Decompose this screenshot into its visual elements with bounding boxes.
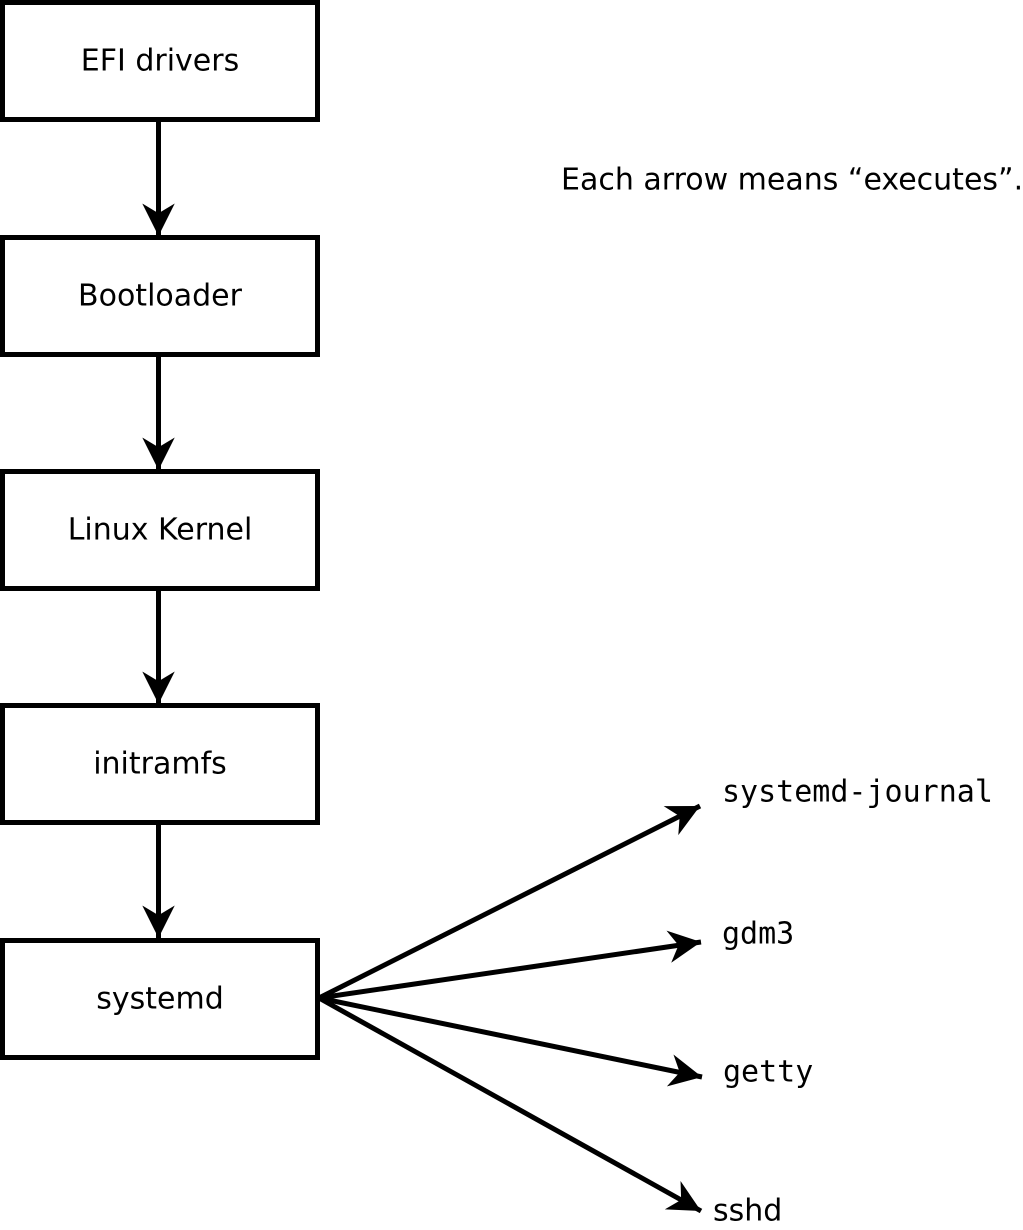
node-box bbox=[0, 469, 320, 591]
node-box bbox=[0, 235, 320, 357]
node-label: EFI drivers bbox=[81, 44, 239, 79]
arrow-systemd-to-gdm3 bbox=[318, 930, 702, 1001]
arrow-systemd-to-journal bbox=[317, 803, 702, 1001]
node-efi-drivers: EFI drivers bbox=[0, 0, 320, 122]
node-systemd: systemd bbox=[0, 938, 320, 1060]
legend-text: Each arrow means “executes”. bbox=[561, 163, 1023, 198]
node-box bbox=[0, 703, 320, 825]
node-label: Linux Kernel bbox=[68, 513, 253, 548]
node-label: Bootloader bbox=[78, 279, 243, 314]
arrow-systemd-to-getty bbox=[318, 995, 703, 1087]
node-label: systemd bbox=[96, 982, 224, 1017]
process-label-systemd-journal: systemd-journal bbox=[722, 775, 993, 810]
node-box bbox=[0, 938, 320, 1060]
node-box bbox=[0, 0, 320, 122]
node-linux-kernel: Linux Kernel bbox=[0, 469, 320, 591]
node-label: initramfs bbox=[93, 747, 227, 782]
process-label-getty: getty bbox=[723, 1055, 813, 1090]
process-label-gdm3: gdm3 bbox=[722, 917, 794, 952]
process-label-sshd: sshd bbox=[713, 1194, 782, 1229]
node-bootloader: Bootloader bbox=[0, 235, 320, 357]
node-initramfs: initramfs bbox=[0, 703, 320, 825]
arrow-systemd-to-sshd bbox=[317, 995, 703, 1214]
